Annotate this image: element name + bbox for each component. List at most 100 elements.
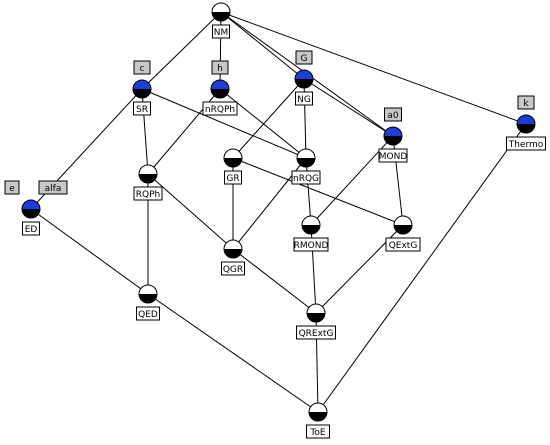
object-label: QExtG	[389, 241, 418, 251]
object-label: NM	[214, 28, 229, 38]
object-label-box	[291, 170, 321, 185]
node-outline	[138, 284, 158, 304]
node-bottom-half	[22, 209, 40, 218]
attribute-label: G	[301, 54, 308, 64]
object-label: Thermo	[508, 140, 544, 150]
concept-node-GR[interactable]: GR	[223, 148, 243, 185]
attribute-label-box	[517, 95, 535, 110]
attribute-label: a0	[387, 111, 399, 121]
object-label: GR	[226, 174, 239, 184]
concept-node-NG[interactable]: NGG	[294, 50, 314, 106]
node-top-half	[394, 216, 412, 225]
object-label: QGR	[223, 265, 243, 275]
edge-NG-GR	[232, 78, 305, 159]
object-label-box	[221, 261, 245, 276]
object-label-box	[306, 424, 330, 439]
node-bottom-half	[307, 313, 325, 322]
node-bottom-half	[133, 89, 151, 98]
attribute-label: c	[140, 64, 145, 74]
object-label-box	[295, 91, 313, 106]
object-label-box	[212, 24, 230, 39]
node-bottom-half	[517, 124, 535, 133]
concept-node-MOND[interactable]: MOND a0	[378, 107, 408, 163]
node-top-half	[212, 3, 230, 12]
node-top-half	[224, 240, 242, 249]
concept-node-QGR[interactable]: QGR	[221, 239, 245, 276]
edge-QED-ToE	[147, 293, 319, 413]
node-bottom-half	[139, 294, 157, 303]
node-outline	[516, 114, 536, 134]
node-top-half	[517, 115, 535, 124]
object-label-box	[296, 325, 336, 340]
object-label-box	[506, 136, 546, 151]
object-label-box	[224, 170, 242, 185]
concept-node-ToE[interactable]: ToE	[306, 402, 330, 439]
object-label-box	[22, 221, 40, 236]
node-top-half	[139, 285, 157, 294]
concept-node-nRQPh[interactable]: nRQPh h	[202, 60, 238, 116]
attribute-label-box	[38, 180, 68, 195]
edge-Thermo-ToE	[317, 123, 527, 413]
edge-SR-nRQG	[141, 88, 307, 159]
concept-node-Thermo[interactable]: Thermo k	[506, 95, 546, 151]
node-outline	[223, 148, 243, 168]
attribute-label-box	[295, 50, 313, 65]
object-label: ED	[25, 225, 38, 235]
object-label-box	[202, 101, 238, 116]
object-label-box	[385, 237, 421, 252]
concept-node-QED[interactable]: QED	[136, 284, 160, 321]
node-bottom-half	[295, 79, 313, 88]
object-label-box	[133, 101, 151, 116]
object-label: nRQG	[293, 174, 319, 184]
node-top-half	[22, 200, 40, 209]
attribute-label: h	[217, 64, 223, 74]
node-bottom-half	[139, 174, 157, 183]
edge-QGR-QRExtG	[232, 248, 317, 314]
node-top-half	[302, 216, 320, 225]
node-top-half	[211, 80, 229, 89]
object-label-box	[136, 306, 160, 321]
node-bottom-half	[224, 249, 242, 258]
concept-node-QRExtG[interactable]: QRExtG	[296, 303, 336, 340]
concept-node-SR[interactable]: SRc	[132, 60, 152, 116]
node-bottom-half	[224, 158, 242, 167]
edge-NM-nRQPh	[219, 11, 222, 90]
object-label: nRQPh	[205, 105, 235, 115]
node-outline	[210, 79, 230, 99]
object-label: RMOND	[294, 241, 329, 251]
edge-NM-Thermo	[220, 11, 527, 125]
concept-node-nRQG[interactable]: nRQG	[291, 148, 321, 185]
edge-NG-MOND	[303, 78, 394, 137]
node-bottom-half	[211, 89, 229, 98]
node-bottom-half	[212, 12, 230, 21]
node-top-half	[309, 403, 327, 412]
node-outline	[223, 239, 243, 259]
concept-node-RQPh[interactable]: RQPh	[133, 164, 163, 201]
node-top-half	[297, 149, 315, 158]
edge-NM-SR	[141, 11, 222, 90]
concept-node-QExtG[interactable]: QExtG	[385, 215, 421, 252]
node-top-half	[133, 80, 151, 89]
node-outline	[383, 126, 403, 146]
node-outline	[301, 215, 321, 235]
attribute-label: k	[523, 99, 529, 109]
node-outline	[296, 148, 316, 168]
node-bottom-half	[297, 158, 315, 167]
edge-NM-NG	[220, 11, 305, 80]
node-outline	[138, 164, 158, 184]
attribute-label: e	[9, 184, 15, 194]
object-label-box	[293, 237, 329, 252]
node-top-half	[307, 304, 325, 313]
object-label: MOND	[379, 152, 408, 162]
concept-node-RMOND[interactable]: RMOND	[293, 215, 329, 252]
node-top-half	[295, 70, 313, 79]
object-label-box	[378, 148, 408, 163]
node-outline	[393, 215, 413, 235]
attribute-label-box	[211, 60, 229, 75]
object-label: QRExtG	[299, 329, 334, 339]
node-bottom-half	[384, 136, 402, 145]
node-bottom-half	[309, 412, 327, 421]
concept-node-NM[interactable]: NM	[211, 2, 231, 39]
